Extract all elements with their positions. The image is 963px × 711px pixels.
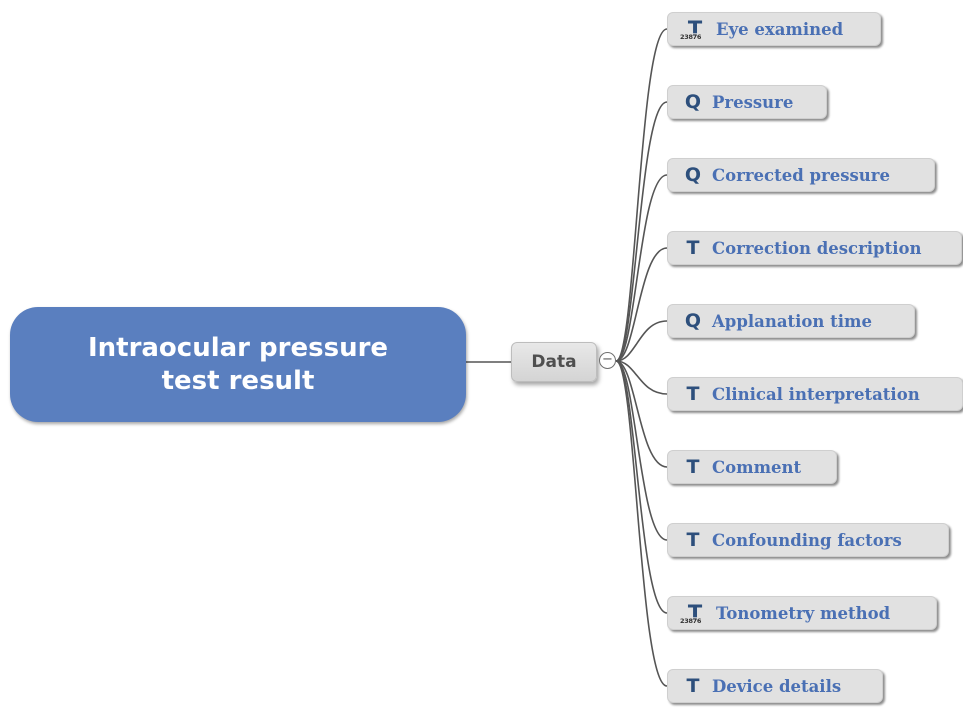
- text-icon: T: [686, 383, 700, 405]
- coded-text-icon-digits: 23876: [680, 33, 702, 41]
- leaf-label: Device details: [712, 676, 842, 696]
- root-topic[interactable]: Intraocular pressure test result: [10, 307, 466, 422]
- leaf-connector: [615, 360, 668, 614]
- leaf-label: Tonometry method: [716, 603, 891, 623]
- root-topic-label: Intraocular pressure test result: [87, 332, 389, 396]
- text-icon: T: [686, 456, 700, 478]
- data-branch-label: Data: [531, 352, 577, 372]
- leaf-label: Pressure: [712, 92, 794, 112]
- leaf-node-comment[interactable]: T Comment: [667, 450, 837, 484]
- leaf-label: Correction description: [712, 238, 922, 258]
- leaf-node-corrected-pressure[interactable]: Q Corrected pressure: [667, 158, 935, 192]
- text-icon: T: [686, 237, 700, 259]
- leaf-connector: [615, 360, 668, 687]
- leaf-connector: [615, 360, 668, 395]
- leaf-connector: [615, 101, 668, 362]
- quantity-icon: Q: [684, 164, 702, 186]
- leaf-node-applanation-time[interactable]: Q Applanation time: [667, 304, 915, 338]
- leaf-connector: [615, 360, 668, 468]
- leaf-connector: [615, 360, 668, 541]
- leaf-connector: [615, 28, 668, 362]
- leaf-node-device-details[interactable]: T Device details: [667, 669, 883, 703]
- collapse-icon[interactable]: −: [599, 352, 616, 369]
- leaf-node-confounding-factors[interactable]: T Confounding factors: [667, 523, 949, 557]
- leaf-connector: [615, 320, 668, 362]
- leaf-connector: [615, 247, 668, 362]
- leaf-connector: [615, 174, 668, 362]
- text-icon: T: [686, 529, 700, 551]
- leaf-label: Corrected pressure: [712, 165, 890, 185]
- data-branch-node[interactable]: Data: [511, 342, 597, 382]
- leaf-label: Clinical interpretation: [712, 384, 920, 404]
- leaf-node-clinical-interpretation[interactable]: T Clinical interpretation: [667, 377, 963, 411]
- leaf-node-correction-description[interactable]: T Correction description: [667, 231, 962, 265]
- quantity-icon: Q: [684, 91, 702, 113]
- leaf-label: Comment: [712, 457, 802, 477]
- coded-text-icon-digits: 23876: [680, 617, 702, 625]
- quantity-icon: Q: [684, 310, 702, 332]
- leaf-label: Eye examined: [716, 19, 844, 39]
- leaf-label: Confounding factors: [712, 530, 902, 550]
- leaf-label: Applanation time: [712, 311, 873, 331]
- leaf-node-pressure[interactable]: Q Pressure: [667, 85, 827, 119]
- text-icon: T: [686, 675, 700, 697]
